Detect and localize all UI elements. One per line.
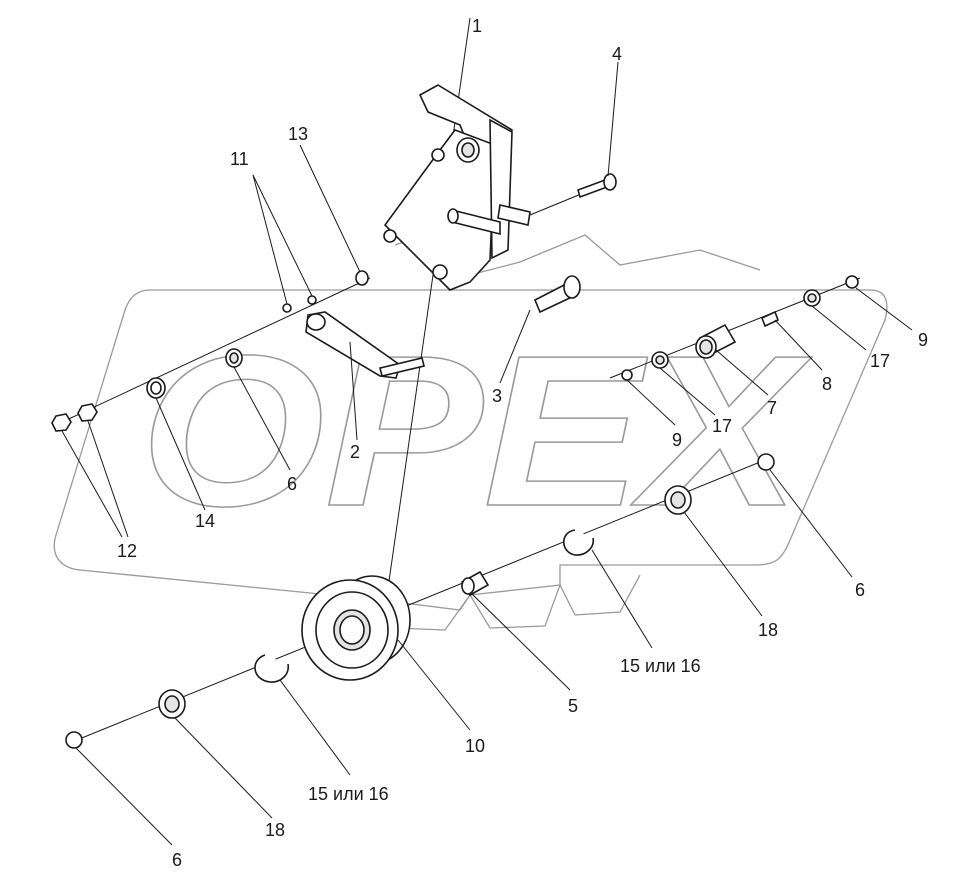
callout-18a: 18: [758, 620, 778, 640]
callout-15b: 15 или 16: [308, 784, 389, 804]
callout-18b: 18: [265, 820, 285, 840]
callout-1: 1: [472, 16, 482, 36]
pulley: [301, 575, 411, 681]
right-axis-parts: [621, 275, 859, 381]
callout-17b: 17: [712, 416, 732, 436]
bottom-axis-parts: [65, 453, 775, 749]
callout-6c: 6: [172, 850, 182, 870]
callout-11: 11: [230, 149, 249, 169]
callout-6b: 6: [855, 580, 865, 600]
callout-9b: 9: [672, 430, 682, 450]
pin: [533, 275, 581, 314]
callout-15a: 15 или 16: [620, 656, 701, 676]
lever-bracket: [383, 84, 531, 291]
callout-10: 10: [465, 736, 485, 756]
leader-lines: [61, 61, 913, 846]
callout-12: 12: [117, 541, 137, 561]
callout-3: 3: [492, 386, 502, 406]
callout-7: 7: [767, 398, 777, 418]
link-arm: [305, 311, 425, 379]
callout-2: 2: [350, 442, 360, 462]
watermark-logo: OPEX: [53, 229, 888, 631]
callout-4: 4: [612, 44, 622, 64]
bolt: [577, 173, 617, 199]
callout-5: 5: [568, 696, 578, 716]
callout-17a: 17: [870, 351, 890, 371]
callout-9a: 9: [918, 330, 928, 350]
small-hardware-left: [51, 270, 369, 432]
callout-labels: 1 2 3 4 5 6 6 6 7 8 9 9 10 11 12 13 14 1…: [117, 16, 928, 870]
callout-13: 13: [288, 124, 308, 144]
callout-14: 14: [195, 511, 215, 531]
callout-6a: 6: [287, 474, 297, 494]
callout-8: 8: [822, 374, 832, 394]
